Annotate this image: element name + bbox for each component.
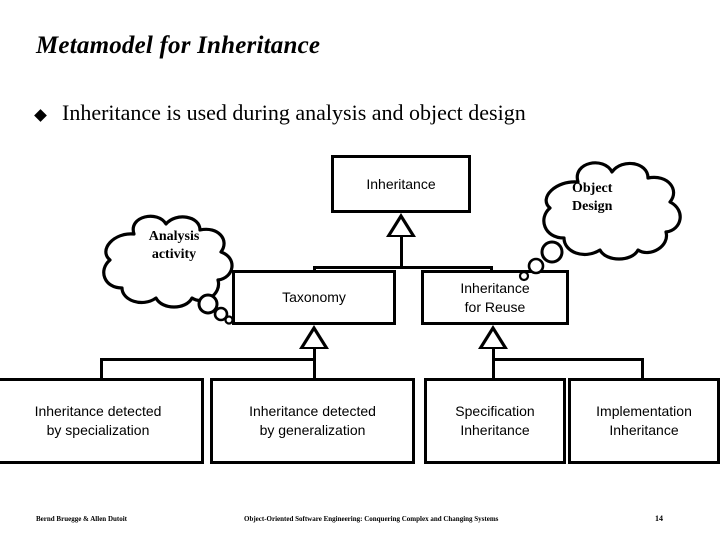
footer-book-title: Object-Oriented Software Engineering: Co…	[244, 515, 499, 523]
uml-class-box-implementation-inheritance[interactable]: Implementation Inheritance	[568, 378, 720, 464]
connector-drop-specification-inheritance	[492, 358, 495, 380]
bullet-item-label: Inheritance is used during analysis and …	[62, 100, 526, 125]
generalization-triangle-reuse-inner	[483, 331, 503, 347]
thought-cloud-analysis-activity-label: Analysis activity	[148, 229, 200, 262]
uml-class-label: Inheritance	[366, 175, 436, 192]
uml-class-box-inheritance-for-reuse[interactable]: Inheritance for Reuse	[421, 270, 569, 325]
thought-cloud-object-design-label: Object Design	[572, 181, 613, 214]
uml-class-box-inheritance-detected-by-generalization[interactable]: Inheritance detected by generalization	[210, 378, 415, 464]
uml-class-box-specification-inheritance[interactable]: Specification Inheritance	[424, 378, 566, 464]
uml-class-label: Taxonomy	[282, 289, 346, 306]
diamond-bullet-icon	[34, 109, 47, 122]
thought-cloud-analysis-activity	[88, 212, 248, 325]
generalization-triangle-root-inner	[391, 219, 411, 235]
connector-level2-bus	[313, 266, 493, 269]
footer-page-number: 14	[655, 514, 663, 523]
thought-cloud-object-design	[518, 152, 685, 282]
page-title: Metamodel for Inheritance	[36, 32, 321, 59]
connector-reuse-stem	[492, 349, 495, 361]
connector-root-stem	[400, 237, 403, 269]
generalization-triangle-taxonomy-inner	[304, 331, 324, 347]
uml-class-label: Implementation Inheritance	[596, 403, 692, 438]
uml-class-label: Inheritance detected by generalization	[249, 403, 376, 438]
connector-taxonomy-children-bus	[100, 358, 316, 361]
uml-class-label: Inheritance detected by specialization	[34, 403, 162, 438]
connector-reuse-children-bus	[492, 358, 644, 361]
connector-drop-detected-specialization	[100, 358, 103, 380]
uml-class-box-inheritance-detected-by-specialization[interactable]: Inheritance detected by specialization	[0, 378, 204, 464]
bullet-list-item: Inheritance is used during analysis and …	[34, 100, 676, 132]
connector-drop-implementation-inheritance	[641, 358, 644, 380]
footer-authors: Bernd Bruegge & Allen Dutoit	[36, 515, 127, 523]
uml-class-box-inheritance[interactable]: Inheritance	[331, 155, 471, 213]
connector-taxonomy-stem	[313, 349, 316, 361]
uml-class-label: Inheritance for Reuse	[460, 279, 530, 315]
uml-class-box-taxonomy[interactable]: Taxonomy	[232, 270, 396, 325]
connector-drop-detected-generalization	[313, 358, 316, 380]
uml-class-label: Specification Inheritance	[455, 403, 535, 438]
